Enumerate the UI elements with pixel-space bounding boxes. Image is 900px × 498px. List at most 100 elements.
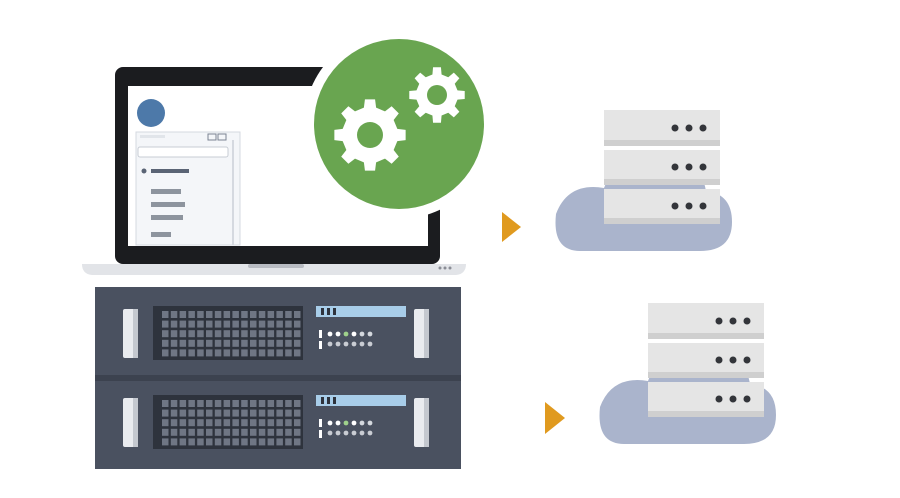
vent-slot [223,349,231,357]
status-led [343,341,349,347]
vent-slot [250,330,257,338]
rack-divider [95,375,461,381]
search-input [137,146,229,158]
tree-child-label [151,232,171,237]
vent-slot [258,400,266,407]
status-led [367,331,373,337]
vent-slot [258,419,266,427]
vent-slot [162,400,169,407]
status-light [319,341,322,349]
toolbar-icon [217,133,227,141]
vent-slot [179,419,187,427]
status-led [359,331,365,337]
vent-slot [188,419,195,427]
server-dot [685,163,693,171]
server-dot [685,124,693,132]
vent-slot [241,428,248,436]
status-led [367,420,373,426]
gear-hub [427,85,447,105]
vent-slot [232,349,239,357]
vent-slot [232,330,239,338]
vent-slot [179,428,187,436]
laptop-led [448,266,452,270]
server-dot [743,317,751,325]
vent-slot [258,428,266,436]
vent-slot [223,330,231,338]
vent-slot [170,311,178,318]
vent-slot [267,311,275,318]
vent-slot [223,320,231,328]
vent-slot [223,400,231,407]
vent-slot [241,311,248,318]
vent-slot [258,330,266,338]
vent-slot [170,409,178,417]
server-unit-shade [648,333,764,339]
vent-slot [188,400,195,407]
vent-grille [162,400,301,446]
vent-slot [285,400,292,407]
vent-slot [267,409,275,417]
status-led [327,430,333,436]
vent-slot [276,339,283,347]
vent-slot [170,320,178,328]
vent-slot [250,419,257,427]
status-led [335,341,341,347]
sidebar-divider [232,140,234,245]
vent-slot [223,311,231,318]
rack-handle-shade [133,398,138,447]
cloud-server-icon [599,303,776,444]
play-arrow-icon [502,212,521,242]
server-dot [685,202,693,210]
status-led [351,430,357,436]
server-dot [729,317,737,325]
vent-slot [223,438,231,446]
rack-handle-shade [133,309,138,358]
laptop-hinge-notch [248,264,304,268]
server-dot [743,395,751,403]
vent-slot [214,419,222,427]
display-segment [327,397,330,404]
gears-badge [314,39,484,209]
avatar [137,99,165,127]
vent-slot [188,311,195,318]
vent-slot [162,428,169,436]
vent-slot [179,320,187,328]
status-display [316,306,406,317]
toolbar-placeholder [140,135,165,138]
vent-slot [285,330,292,338]
status-light [319,330,322,338]
vent-slot [276,330,283,338]
server-dot [743,356,751,364]
vent-slot [294,311,301,318]
status-led [367,341,373,347]
status-light [319,430,322,438]
server-dot [699,202,707,210]
vent-slot [206,311,213,318]
vent-slot [162,438,169,446]
vent-slot [197,400,204,407]
vent-slot [232,339,239,347]
laptop-led [443,266,447,270]
led-indicators [327,420,373,436]
vent-slot [276,409,283,417]
status-led [327,341,333,347]
vent-slot [285,320,292,328]
status-display [316,395,406,406]
vent-slot [162,349,169,357]
vent-slot [188,409,195,417]
server-dot [671,202,679,210]
rack-server-icon [95,287,461,469]
status-led [351,420,357,426]
cloud-server-icon [555,110,732,251]
vent-slot [162,330,169,338]
vent-slot [232,409,239,417]
vent-slot [258,311,266,318]
vent-slot [294,419,301,427]
server-dot [715,395,723,403]
vent-slot [188,330,195,338]
vent-slot [206,409,213,417]
tree-node-icon [141,168,147,174]
vent-slot [232,320,239,328]
vent-slot [241,409,248,417]
